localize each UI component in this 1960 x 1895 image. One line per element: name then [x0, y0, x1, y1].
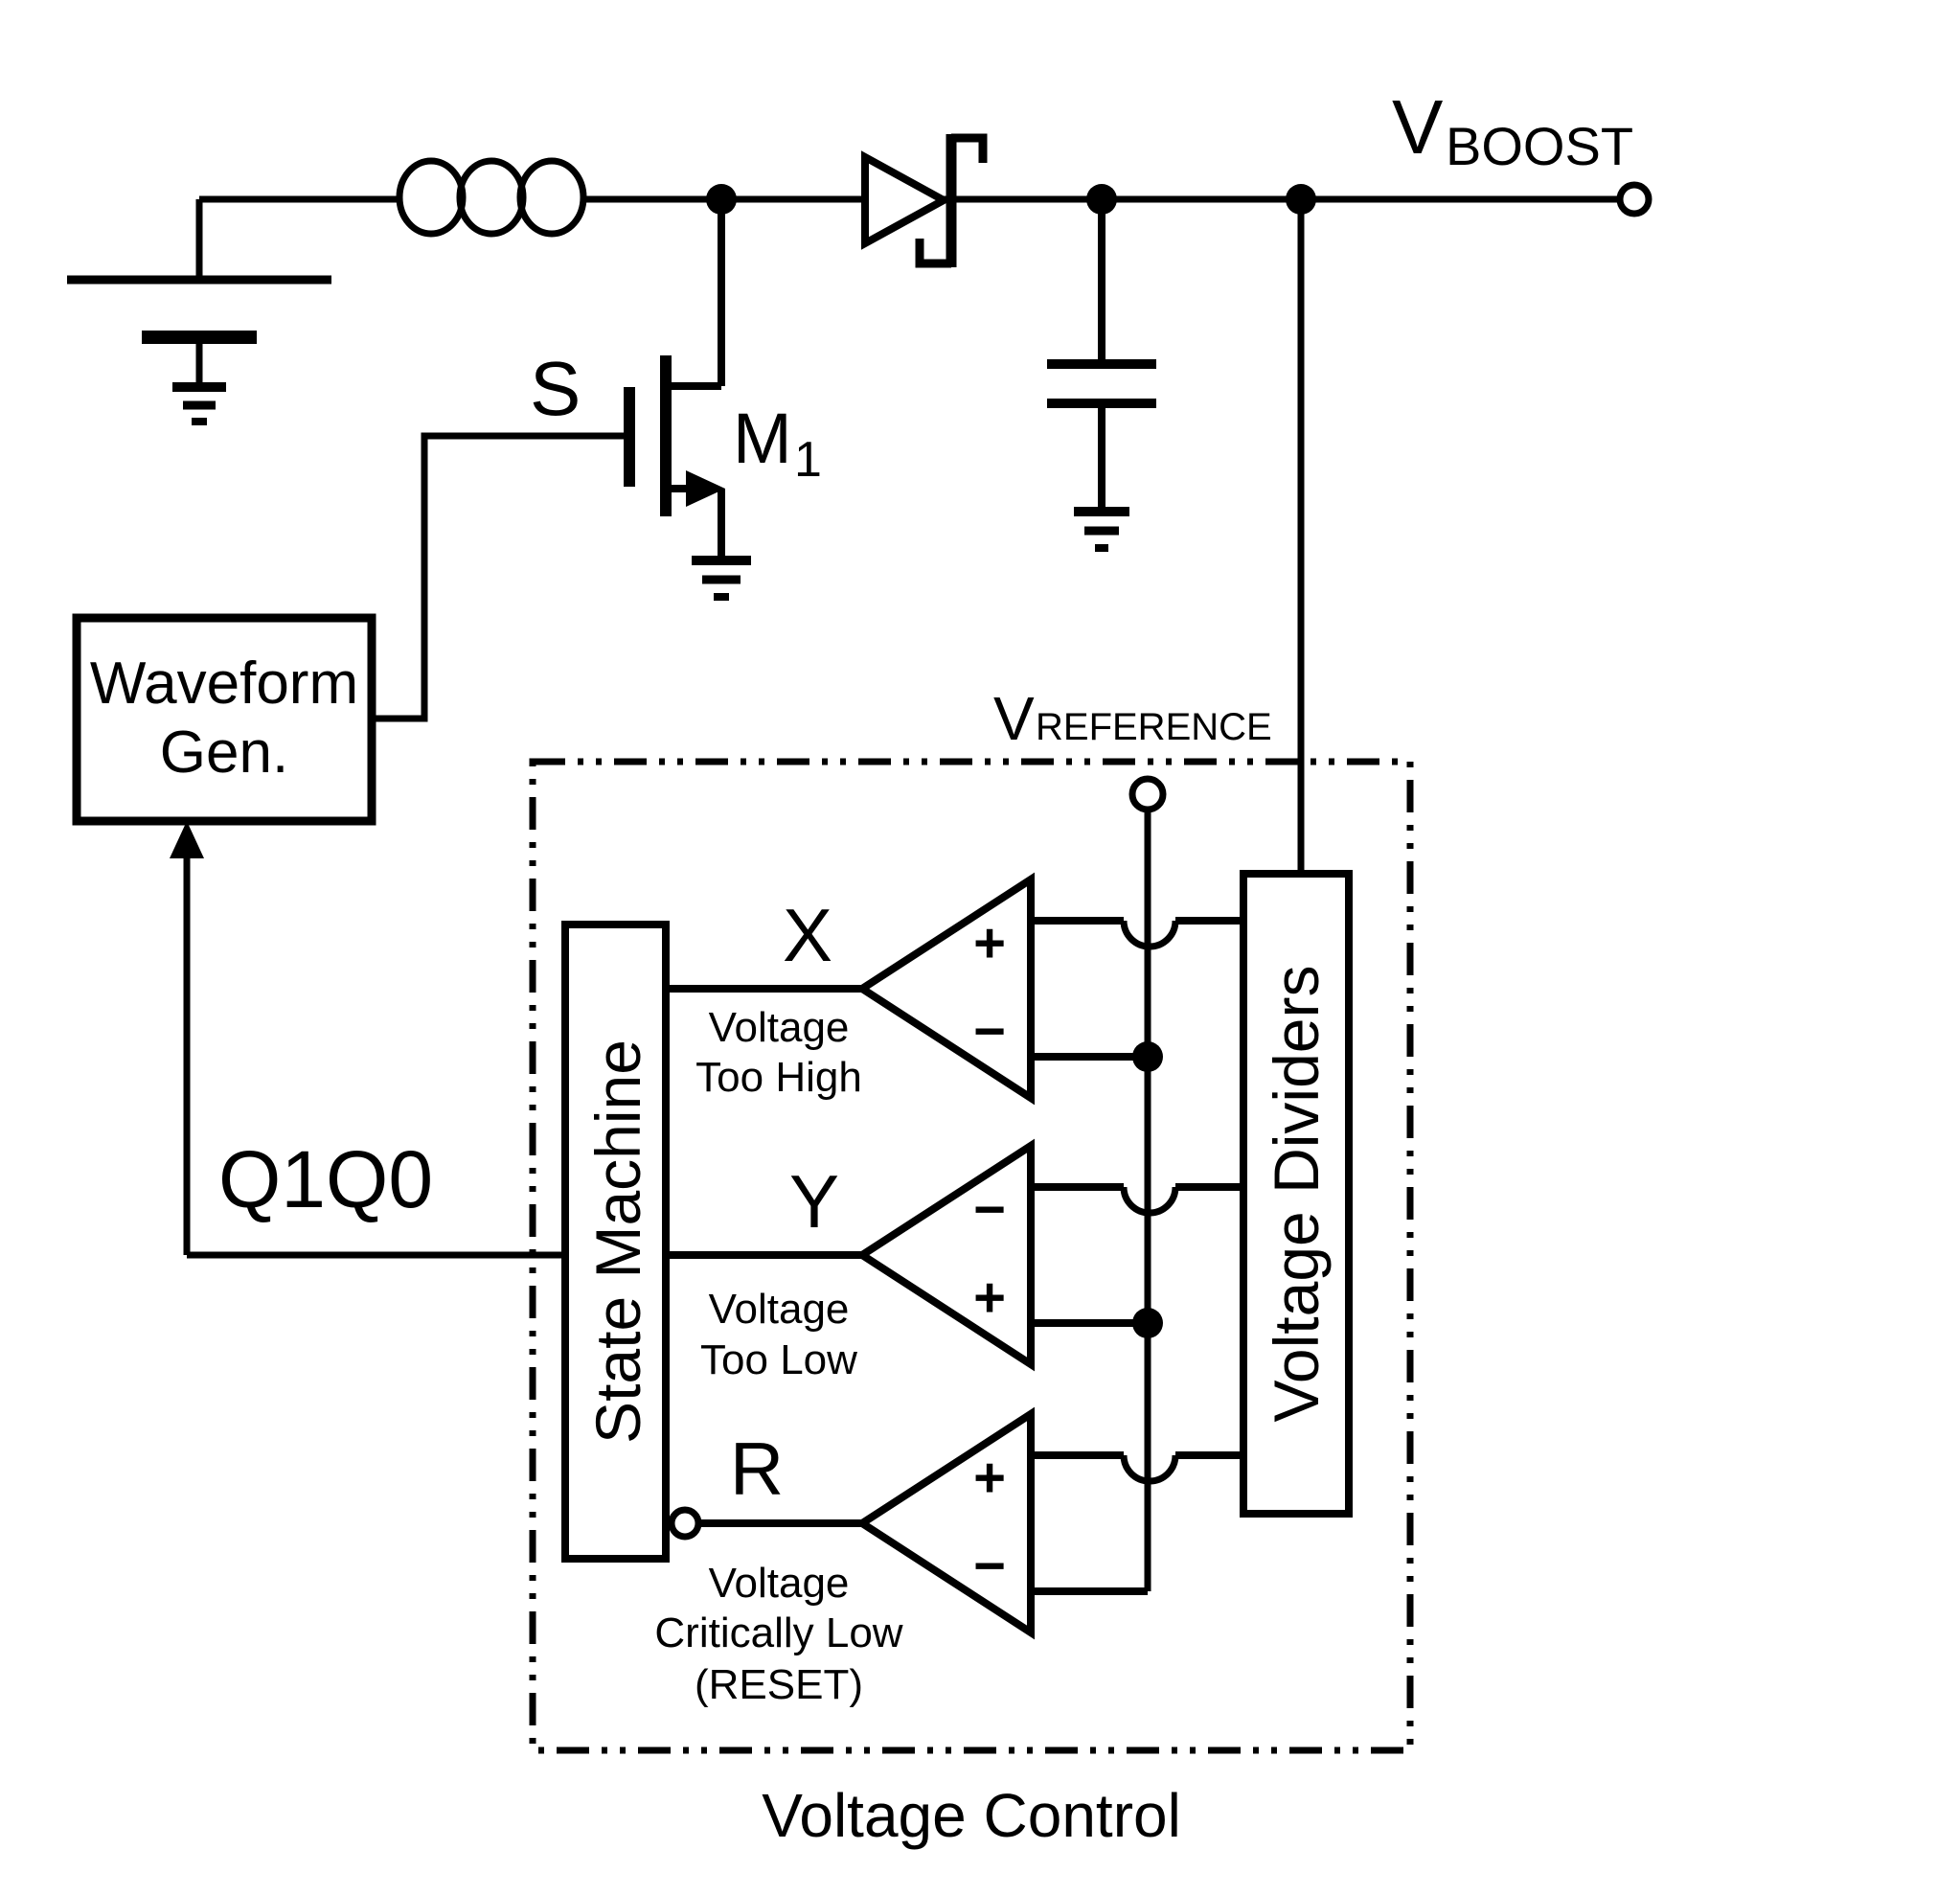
comparator-r-caption-3: (RESET)	[695, 1661, 863, 1708]
comparator-r-bottom-polarity: −	[973, 1535, 1006, 1597]
diode-schottky-hook-top	[951, 133, 988, 163]
vboost-label-sub: BOOST	[1446, 116, 1633, 176]
comparator-y-top-polarity: −	[973, 1178, 1006, 1241]
battery-ground-icon	[172, 382, 226, 425]
comparator-r: + −	[668, 1406, 1243, 1640]
wire-hop-icon	[1120, 1454, 1179, 1485]
junction-dot-y-plus	[1132, 1308, 1163, 1338]
q1q0-label: Q1Q0	[218, 1134, 433, 1224]
gate-drive-wire	[372, 432, 629, 722]
comparator-y-bottom-polarity: +	[973, 1267, 1006, 1329]
comparator-x: + −	[666, 872, 1243, 1106]
arrow-up-icon	[170, 821, 204, 858]
vreference-label-sub: REFERENCE	[1036, 706, 1272, 748]
input-voltage-source	[67, 199, 331, 386]
waveform-gen-label-line1: Waveform	[90, 651, 358, 717]
comparator-r-output-label: R	[730, 1427, 784, 1511]
mosfet-ground-icon	[692, 556, 751, 601]
junction-dot-sense	[1286, 184, 1316, 215]
voltage-control-title: Voltage Control	[762, 1781, 1181, 1850]
comparator-x-triangle	[855, 872, 1035, 1106]
comparator-x-caption-2: Too High	[695, 1054, 862, 1101]
junction-dot-capacitor	[1086, 184, 1117, 215]
output-capacitor	[1047, 199, 1156, 511]
mosfet-label-sub: 1	[794, 432, 822, 488]
voltage-dividers-box	[1240, 870, 1353, 1518]
vboost-label: V	[1392, 84, 1444, 170]
waveform-gen-box	[72, 613, 376, 826]
voltage-dividers-label: Voltage Dividers	[1261, 966, 1332, 1423]
mosfet-m1	[624, 199, 725, 559]
comparator-x-top-polarity: +	[973, 912, 1006, 974]
diode-anode-triangle	[861, 150, 952, 250]
comparator-x-output-label: X	[783, 893, 832, 977]
comparator-x-bottom-polarity: −	[973, 1000, 1006, 1062]
waveform-gen-label-line2: Gen.	[160, 719, 288, 786]
inductor-loop-1	[396, 157, 467, 238]
comparator-y-caption-1: Voltage	[709, 1286, 850, 1333]
inductor	[396, 157, 587, 238]
vreference-label: V	[993, 684, 1035, 753]
wire-hop-icon	[1120, 920, 1179, 950]
comparator-y-output-label: Y	[789, 1159, 839, 1244]
state-machine-box	[561, 921, 670, 1563]
inductor-loop-2	[456, 157, 527, 238]
capacitor-ground-icon	[1074, 507, 1129, 552]
vboost-terminal	[1616, 181, 1652, 217]
comparator-y: − +	[666, 1138, 1243, 1372]
inverter-bubble-icon	[668, 1506, 702, 1541]
inductor-loop-3	[516, 157, 587, 238]
gate-signal-label: S	[530, 346, 581, 431]
junction-dot-x-minus	[1132, 1041, 1163, 1072]
comparator-y-triangle	[855, 1138, 1035, 1372]
mosfet-source-arrow-icon	[686, 470, 725, 507]
comparator-x-caption-1: Voltage	[709, 1004, 850, 1051]
comparator-y-caption-2: Too Low	[700, 1336, 857, 1383]
diode-schottky-hook-bottom	[915, 239, 951, 268]
comparator-r-top-polarity: +	[973, 1447, 1006, 1509]
vreference-terminal	[1128, 775, 1167, 813]
state-machine-label: State Machine	[582, 1039, 653, 1444]
wire-hop-icon	[1120, 1186, 1179, 1217]
mosfet-label: M	[733, 399, 792, 478]
voltage-control-boundary	[529, 758, 1414, 1754]
schottky-diode	[861, 133, 988, 268]
comparator-r-caption-1: Voltage	[709, 1560, 850, 1607]
comparator-r-caption-2: Critically Low	[654, 1610, 902, 1656]
comparator-r-triangle	[855, 1406, 1035, 1640]
